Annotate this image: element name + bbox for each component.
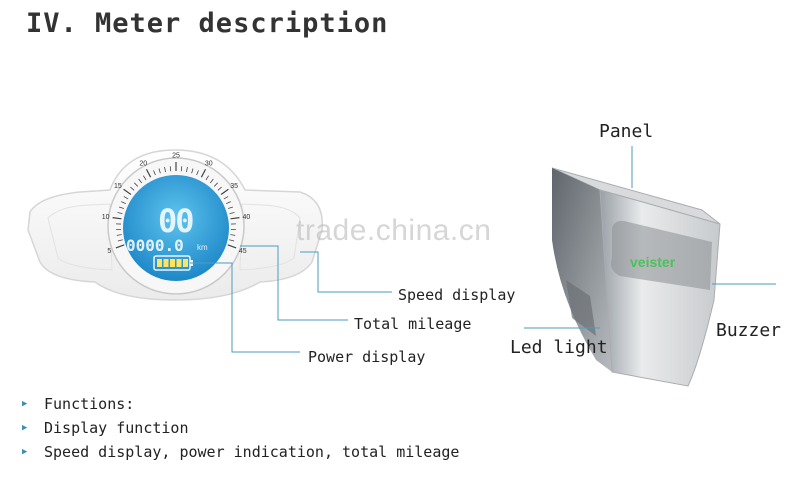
speed-tick xyxy=(123,188,132,195)
battery-bar xyxy=(183,259,188,267)
speed-tick xyxy=(117,212,123,215)
speed-tick-label: 20 xyxy=(139,161,147,168)
speed-tick xyxy=(117,239,123,242)
device-brand-logo: veister xyxy=(630,254,676,270)
device-left-side xyxy=(552,168,612,372)
speed-tick xyxy=(228,206,234,209)
speed-tick-label: 35 xyxy=(230,183,238,190)
callout-total-mileage: Total mileage xyxy=(354,315,472,333)
speed-tick xyxy=(217,186,222,191)
list-item: ▶ Display function xyxy=(22,416,459,440)
speed-tick xyxy=(191,168,194,174)
device-screen xyxy=(611,220,712,290)
list-item: ▶ Speed display, power indication, total … xyxy=(22,440,459,464)
speed-tick xyxy=(229,239,235,242)
speed-tick xyxy=(213,182,218,187)
speed-tick xyxy=(112,217,122,220)
device-led-strip xyxy=(566,280,596,336)
battery-bar xyxy=(170,259,175,267)
speed-tick xyxy=(118,206,124,209)
speed-tick xyxy=(226,201,231,204)
triangle-bullet-icon: ▶ xyxy=(22,447,28,457)
list-item-text: Display function xyxy=(44,419,189,437)
speed-tick xyxy=(138,178,143,184)
speed-tick xyxy=(205,175,210,181)
speed-tick xyxy=(134,182,139,187)
speed-tick-marks xyxy=(112,162,240,249)
callout-power-display: Power display xyxy=(308,348,426,366)
leader-power xyxy=(190,262,300,353)
speed-tick-labels: 5 10 15 20 25 30 35 40 45 xyxy=(102,153,251,255)
speed-tick-label: 45 xyxy=(239,248,247,255)
speed-tick-label: 40 xyxy=(242,214,250,221)
lcd-screen xyxy=(123,175,229,281)
leader-mileage xyxy=(240,245,348,321)
watermark: trade.china.cn xyxy=(296,214,492,247)
speed-tick xyxy=(158,168,161,174)
speed-tick xyxy=(164,167,166,173)
lcd-mileage-readout: 0000.0 xyxy=(126,236,184,255)
speed-tick xyxy=(227,244,237,249)
speed-tick xyxy=(230,217,240,220)
speed-tick-label: 10 xyxy=(102,214,110,221)
lcd-mileage-unit: km xyxy=(197,243,208,252)
speed-tick xyxy=(196,170,199,176)
speed-tick xyxy=(142,175,147,181)
speed-tick xyxy=(220,188,229,195)
speed-tick xyxy=(209,178,214,184)
leader-speed xyxy=(300,251,392,293)
speed-tick-label: 15 xyxy=(114,183,122,190)
list-item-text: Speed display, power indication, total m… xyxy=(44,443,460,461)
callout-panel: Panel xyxy=(599,121,654,142)
list-item: ▶ Functions: xyxy=(22,392,459,416)
speed-tick xyxy=(145,168,152,178)
speed-tick-label: 5 xyxy=(107,248,111,255)
battery-bar xyxy=(163,259,169,267)
speed-tick xyxy=(116,234,122,236)
speed-tick xyxy=(223,196,229,200)
speed-tick xyxy=(130,186,135,191)
triangle-bullet-icon: ▶ xyxy=(22,399,28,409)
list-item-text: Functions: xyxy=(44,395,135,413)
functions-list: ▶ Functions: ▶ Display function ▶ Speed dis… xyxy=(22,392,459,464)
speed-tick xyxy=(230,234,236,236)
speed-tick xyxy=(121,201,126,204)
speed-tick xyxy=(115,244,125,249)
speed-tick xyxy=(123,196,129,200)
triangle-bullet-icon: ▶ xyxy=(22,423,28,433)
lcd-speed-readout: 00 xyxy=(158,202,195,240)
page-title: IV. Meter description xyxy=(26,8,389,39)
callout-buzzer: Buzzer xyxy=(716,320,782,341)
speed-tick-label: 25 xyxy=(172,153,180,160)
battery-bar xyxy=(176,259,182,267)
speed-tick xyxy=(200,168,207,178)
speed-tick xyxy=(186,167,188,173)
speed-tick-label: 30 xyxy=(205,161,213,168)
speed-tick xyxy=(153,170,156,176)
callout-speed-display: Speed display xyxy=(398,286,516,304)
callout-led-light: Led light xyxy=(510,337,608,358)
battery-bar xyxy=(157,259,162,267)
speed-tick xyxy=(229,212,235,215)
battery-bars xyxy=(157,259,188,267)
